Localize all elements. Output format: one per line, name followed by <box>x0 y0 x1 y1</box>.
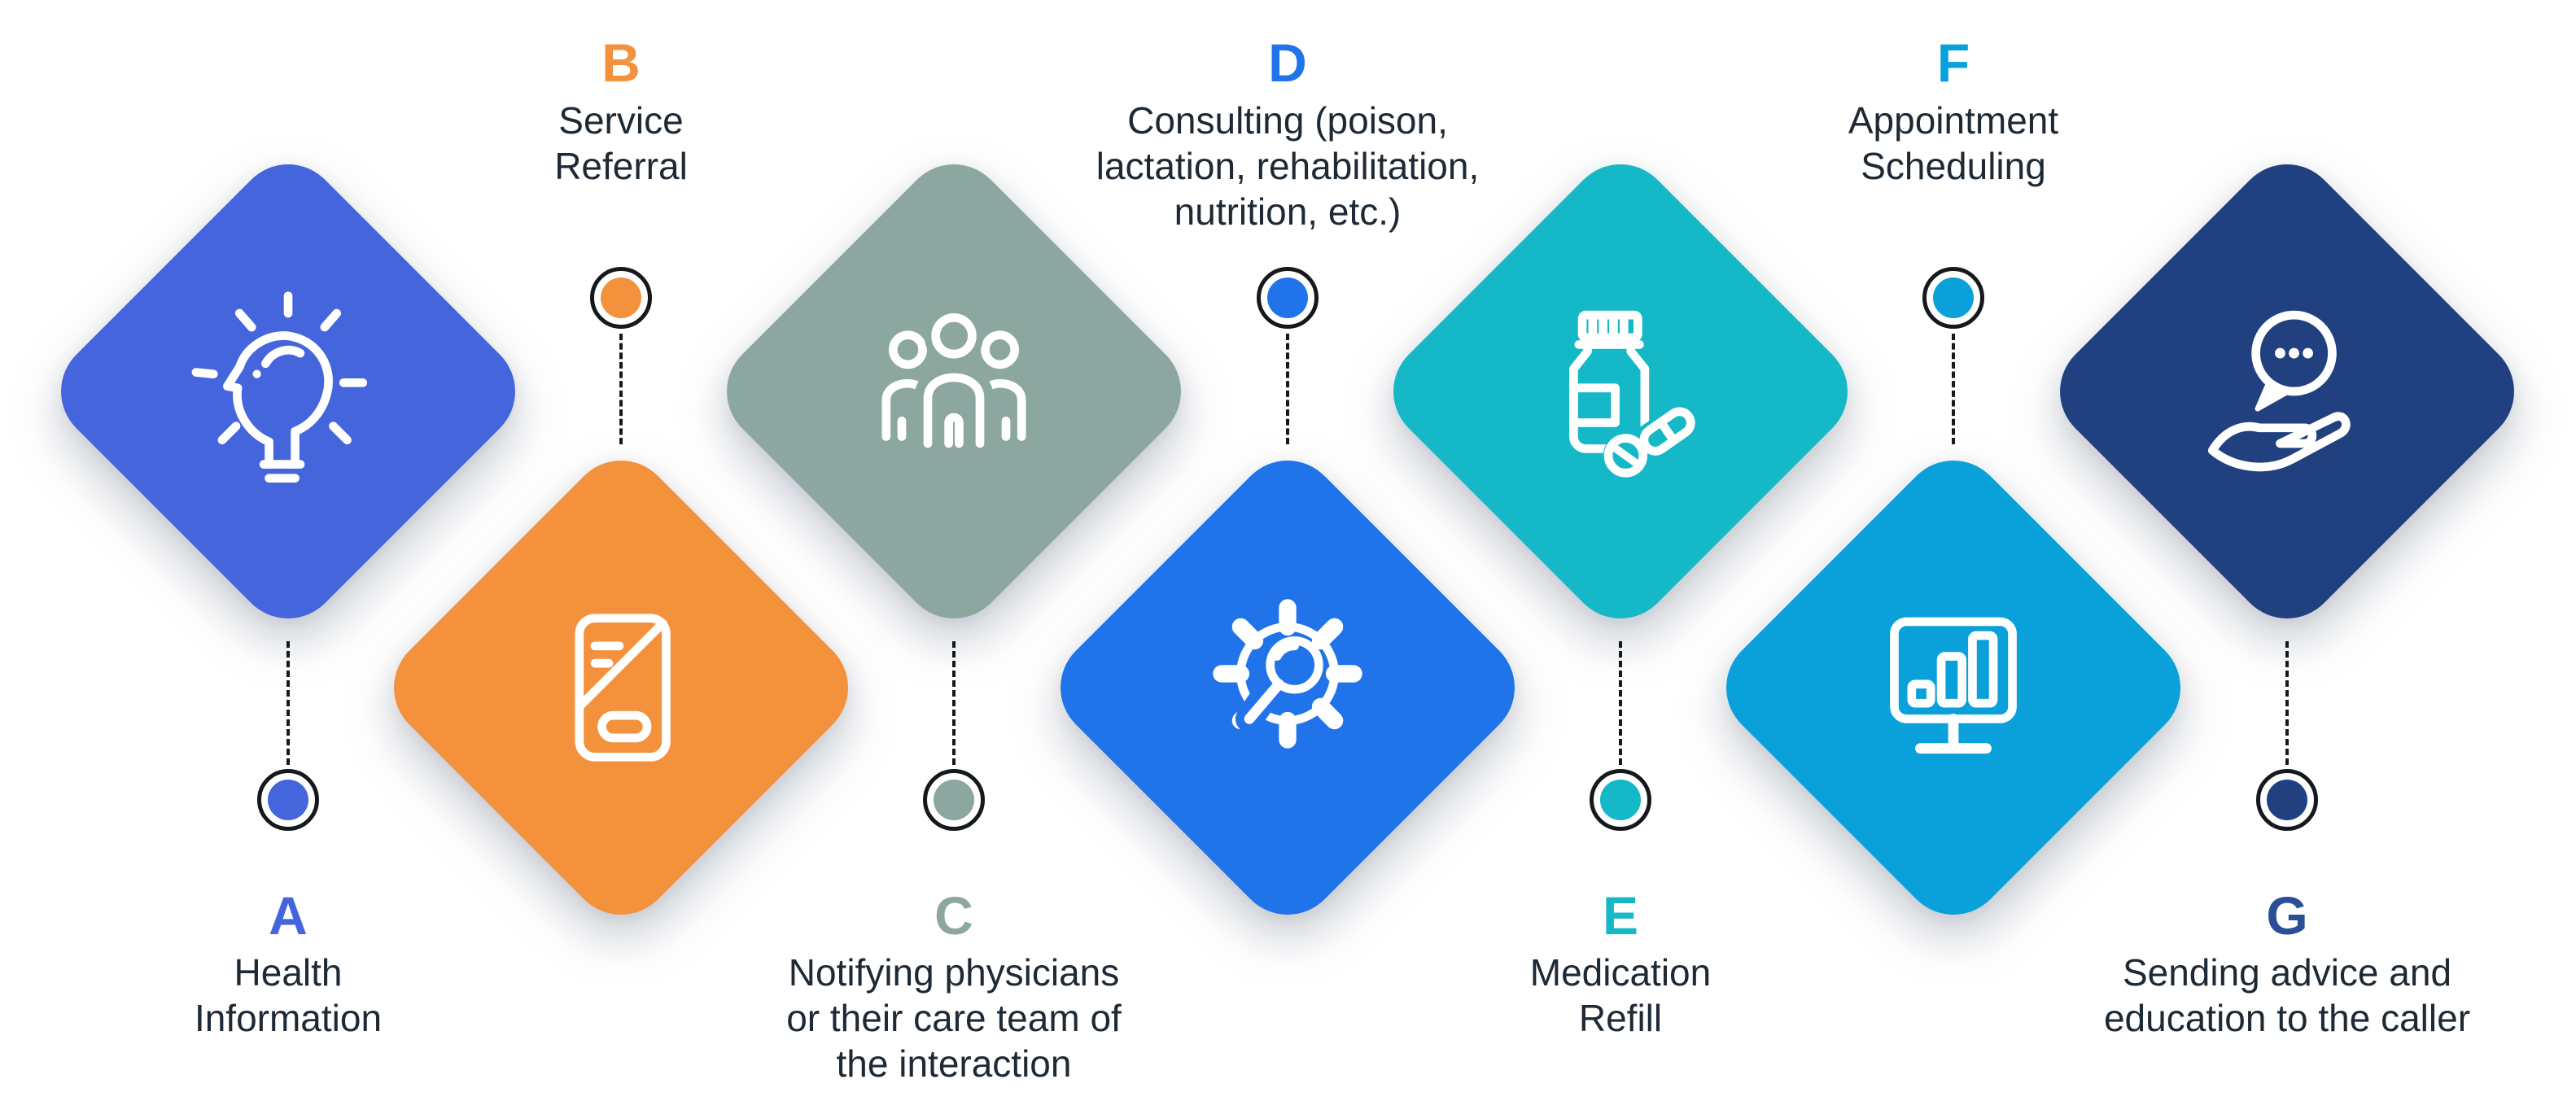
step-label: Sending advice and education to the call… <box>2103 951 2471 1039</box>
marker-dot <box>923 769 985 831</box>
step-f: F Appointment Scheduling <box>1704 0 2202 1101</box>
hand-chat-icon <box>2207 310 2351 472</box>
idea-head-icon <box>191 291 368 483</box>
marker-dot <box>1590 769 1651 831</box>
step-letter: B <box>601 33 641 93</box>
step-b: B Service Referral <box>372 0 870 1101</box>
marker-dot <box>1257 267 1319 329</box>
step-label: Appointment Scheduling <box>1848 99 2059 187</box>
step-letter: D <box>1268 33 1307 93</box>
step-label: Consulting (poison, lactation, rehabilit… <box>1096 99 1480 233</box>
marker-dot <box>1922 267 1984 329</box>
monitor-chart-icon <box>1890 617 2017 754</box>
marker-dot <box>590 267 652 329</box>
step-label: Medication Refill <box>1529 951 1712 1039</box>
connector-line <box>952 641 956 765</box>
step-d: D Consulting (poison, lactation, rehabil… <box>1039 0 1537 1101</box>
people-group-icon <box>881 306 1026 458</box>
step-letter: G <box>2266 885 2308 946</box>
step-letter: A <box>269 885 308 946</box>
step-label: Health Information <box>194 951 383 1039</box>
gear-magnifier-icon <box>1213 599 1362 749</box>
connector-line <box>1619 641 1622 765</box>
marker-dot <box>257 769 319 831</box>
step-letter: C <box>934 885 973 946</box>
referral-document-icon <box>575 614 671 762</box>
step-g: G Sending advice and education to the ca… <box>2038 0 2536 1101</box>
marker-dot <box>2256 769 2318 831</box>
connector-line <box>619 334 623 444</box>
connector-line <box>286 641 290 765</box>
step-a: A Health Information <box>39 0 537 1101</box>
step-c: C Notifying physicians or their care tea… <box>705 0 1203 1101</box>
connector-line <box>1286 334 1289 444</box>
connector-line <box>1952 334 1955 444</box>
connector-line <box>2285 641 2289 765</box>
medicine-bottle-icon <box>1569 310 1707 478</box>
step-e: E Medication Refill <box>1371 0 1870 1101</box>
step-label: Notifying physicians or their care team … <box>786 951 1122 1085</box>
step-letter: E <box>1602 885 1639 946</box>
step-label: Service Referral <box>554 99 688 187</box>
step-letter: F <box>1936 33 1970 93</box>
